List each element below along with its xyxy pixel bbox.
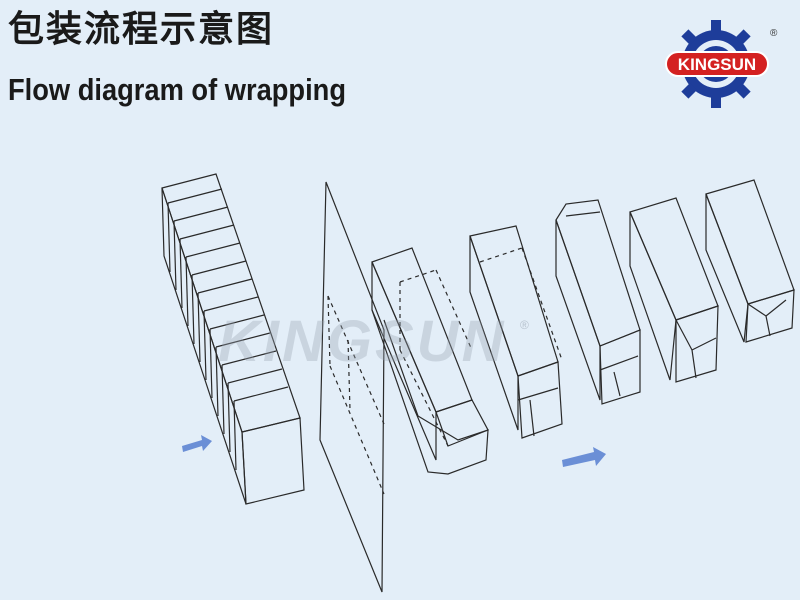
flow-arrow-icon [562,447,606,467]
watermark-text: KINGSUN [218,309,507,374]
flow-arrow-icon [182,435,212,452]
title-chinese: 包装流程示意图 [8,9,275,50]
wrap-stage-5 [705,179,795,343]
wrap-stage-4 [629,197,719,383]
wrapping-sheet [319,181,385,593]
watermark-registered-mark: ® [520,318,529,332]
logo-registered-mark: ® [770,28,778,39]
wrap-stage-2 [469,225,563,439]
wrap-stage-1 [371,247,489,475]
title-english: Flow diagram of wrapping [8,72,346,107]
kingsun-logo: KINGSUN ® [665,20,778,108]
paper-stack [161,173,305,505]
wrap-stage-3 [555,199,641,405]
logo-text: KINGSUN [678,55,756,74]
logo-banner [665,51,769,77]
